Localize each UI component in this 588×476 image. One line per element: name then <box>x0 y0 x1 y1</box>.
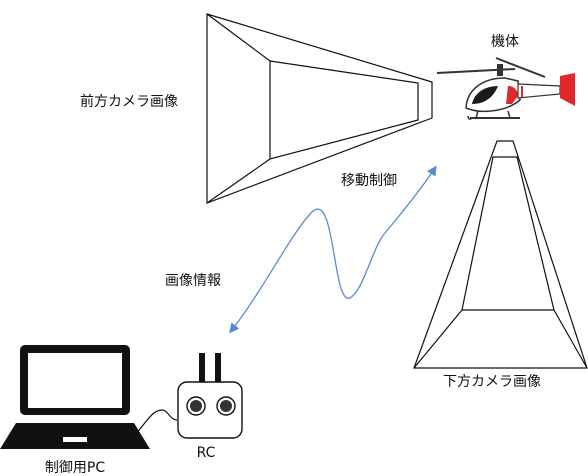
bottom-camera-label: 下方カメラ画像 <box>443 374 541 390</box>
airframe-label: 機体 <box>491 34 519 50</box>
movement-control-label: 移動制御 <box>341 173 397 189</box>
front-camera-label: 前方カメラ画像 <box>80 93 178 110</box>
bottom-camera-frustum <box>413 140 588 369</box>
rc-cable <box>133 409 178 437</box>
front-camera-frustum <box>206 13 433 204</box>
rc-transmitter-icon <box>177 353 243 439</box>
control-pc-label: 制御用PC <box>45 460 105 476</box>
helicopter-icon <box>436 57 575 120</box>
image-info-label: 画像情報 <box>165 273 221 289</box>
rc-label: RC <box>197 445 216 461</box>
laptop-icon <box>0 345 150 449</box>
wireless-link-curve <box>229 165 437 334</box>
